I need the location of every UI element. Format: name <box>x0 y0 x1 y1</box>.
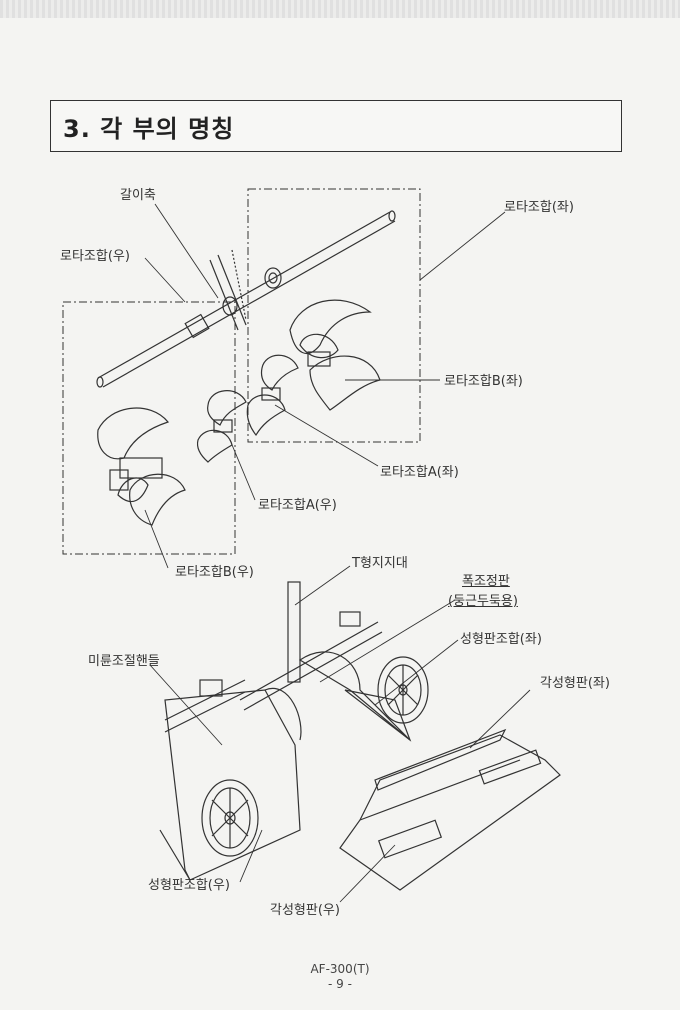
label-angle-left: 각성형판(좌) <box>540 676 610 691</box>
scan-top-band <box>0 0 680 18</box>
label-galichuk: 갈이축 <box>120 188 156 203</box>
rotor-b-right-blades <box>97 407 186 526</box>
label-t-support: T형지지대 <box>352 556 408 571</box>
label-width-plate-sub: (둥근두둑용) <box>448 594 518 609</box>
angle-forming-plate <box>339 728 561 891</box>
footer-page-number: - 9 - <box>328 977 352 991</box>
leader-lines <box>144 203 531 903</box>
label-rotor-b-left: 로타조합B(좌) <box>444 374 523 389</box>
label-width-plate: 폭조정판 <box>462 574 510 589</box>
rotor-b-left-blades <box>289 299 381 411</box>
label-rotor-a-right: 로타조합A(우) <box>258 498 337 513</box>
rotor-left-box <box>247 188 421 443</box>
label-rotor-left: 로타조합(좌) <box>504 200 574 215</box>
forming-plate-left <box>298 651 412 742</box>
rotor-right-box <box>62 301 236 555</box>
label-wheel-handle: 미륜조절핸들 <box>88 654 160 669</box>
label-rotor-right: 로타조합(우) <box>60 249 130 264</box>
t-support-frame <box>164 581 383 733</box>
rotor-a-left-blades <box>246 354 299 437</box>
rotor-a-right-blades <box>196 390 247 463</box>
wheel-left <box>377 656 429 724</box>
tilling-shaft <box>96 210 396 388</box>
label-rotor-a-left: 로타조합A(좌) <box>380 465 459 480</box>
footer-model: AF-300(T) <box>310 962 370 976</box>
label-forming-left: 성형판조합(좌) <box>460 632 542 647</box>
label-rotor-b-right: 로타조합B(우) <box>175 565 254 580</box>
forming-plate-right <box>159 687 302 881</box>
label-forming-right: 성형판조합(우) <box>148 878 230 893</box>
page-title: 3. 각 부의 명칭 <box>50 100 622 152</box>
wheel-right <box>201 779 259 857</box>
label-angle-right: 각성형판(우) <box>270 903 340 918</box>
